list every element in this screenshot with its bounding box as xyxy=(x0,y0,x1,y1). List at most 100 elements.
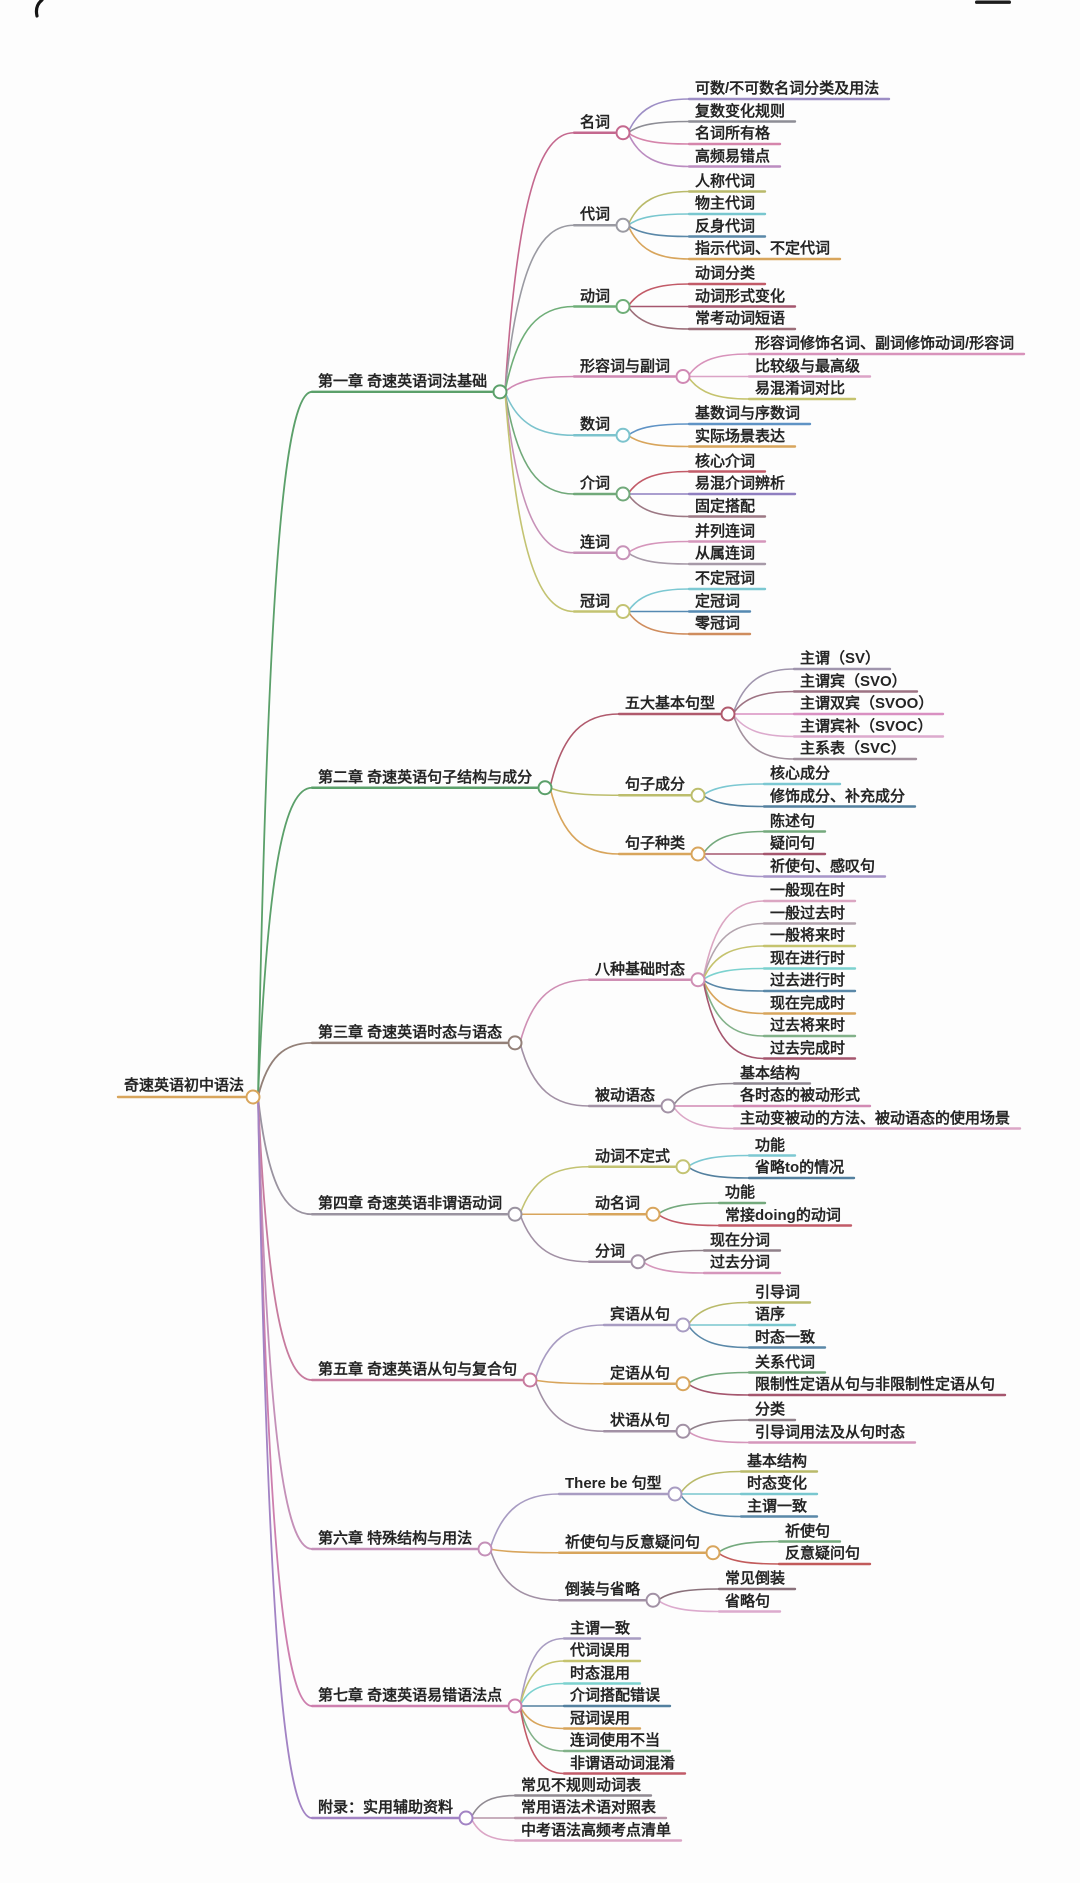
chapter-1-topic-1-leaf-3-node[interactable]: 名词所有格 xyxy=(695,125,771,142)
chapter-4-topic-2-node[interactable]: 动名词 xyxy=(595,1195,641,1213)
chapter-1-topic-5-leaf-1-node[interactable]: 基数词与序数词 xyxy=(695,405,801,422)
chapter-3-topic-1-leaf-4-node[interactable]: 现在进行时 xyxy=(770,949,846,967)
chapter-3-topic-2-leaf-3-node[interactable]: 主动变被动的方法、被动语态的使用场景 xyxy=(740,1109,1011,1127)
chapter-2-topic-2-node[interactable]: 句子成分 xyxy=(625,776,686,794)
chapter-3-node[interactable]: 第三章 奇速英语时态与语态 xyxy=(318,1023,503,1041)
chapter-6-topic-3-leaf-1-node[interactable]: 常见倒装 xyxy=(725,1570,786,1587)
chapter-1-topic-5-circle[interactable] xyxy=(615,427,631,443)
chapter-2-topic-1-leaf-3-node[interactable]: 主谓双宾（SVOO） xyxy=(800,695,934,712)
chapter-2-topic-3-leaf-2-node[interactable]: 疑问句 xyxy=(770,835,816,852)
chapter-2-topic-2-leaf-2-node[interactable]: 修饰成分、补充成分 xyxy=(770,787,906,805)
chapter-7-node[interactable]: 第七章 奇速英语易错语法点 xyxy=(318,1687,503,1704)
chapter-2-topic-1-circle[interactable] xyxy=(720,706,736,722)
chapter-6-topic-1-circle[interactable] xyxy=(667,1486,683,1502)
chapter-1-topic-1-circle[interactable] xyxy=(615,125,631,141)
chapter-1-topic-4-node[interactable]: 形容词与副词 xyxy=(580,357,671,375)
chapter-2-topic-2-leaf-1-node[interactable]: 核心成分 xyxy=(770,765,831,782)
chapter-5-node[interactable]: 第五章 奇速英语从句与复合句 xyxy=(318,1361,518,1378)
chapter-1-topic-6-circle[interactable] xyxy=(615,486,631,502)
chapter-5-topic-2-leaf-2-node[interactable]: 限制性定语从句与非限制性定语从句 xyxy=(755,1376,996,1393)
chapter-3-topic-1-leaf-7-node[interactable]: 过去将来时 xyxy=(770,1017,846,1034)
chapter-1-topic-3-circle[interactable] xyxy=(615,299,631,314)
chapter-1-topic-2-leaf-3-node[interactable]: 反身代词 xyxy=(695,217,756,235)
chapter-7-leaf-2-node[interactable]: 代词误用 xyxy=(570,1642,631,1659)
chapter-1-topic-8-circle[interactable] xyxy=(615,604,631,619)
chapter-2-topic-3-leaf-1-node[interactable]: 陈述句 xyxy=(770,812,816,830)
chapter-1-topic-7-leaf-2-node[interactable]: 从属连词 xyxy=(695,545,756,562)
chapter-1-topic-4-leaf-1-node[interactable]: 形容词修饰名词、副词修饰动词/形容词 xyxy=(755,335,1015,352)
chapter-3-topic-1-node[interactable]: 八种基础时态 xyxy=(595,960,686,978)
chapter-1-topic-1-leaf-2-node[interactable]: 复数变化规则 xyxy=(695,102,786,120)
chapter-5-topic-2-leaf-1-node[interactable]: 关系代词 xyxy=(755,1353,816,1371)
chapter-1-topic-8-leaf-2-node[interactable]: 定冠词 xyxy=(695,592,741,610)
chapter-1-topic-4-circle[interactable] xyxy=(675,369,691,384)
chapter-4-topic-2-leaf-1-node[interactable]: 功能 xyxy=(725,1184,756,1201)
chapter-6-topic-2-node[interactable]: 祈使句与反意疑问句 xyxy=(565,1533,701,1551)
chapter-2-topic-1-node[interactable]: 五大基本句型 xyxy=(625,695,716,712)
chapter-5-topic-1-node[interactable]: 宾语从句 xyxy=(610,1306,671,1323)
chapter-6-topic-1-leaf-3-node[interactable]: 主谓一致 xyxy=(747,1497,808,1515)
chapter-2-topic-3-leaf-3-node[interactable]: 祈使句、感叹句 xyxy=(770,857,876,875)
chapter-2-topic-2-circle[interactable] xyxy=(690,787,706,803)
chapter-1-topic-1-leaf-4-node[interactable]: 高频易错点 xyxy=(695,147,771,165)
root-node-label[interactable]: 奇速英语初中语法 xyxy=(124,1077,245,1094)
chapter-6-node[interactable]: 第六章 特殊结构与用法 xyxy=(318,1530,473,1547)
chapter-7-leaf-3-node[interactable]: 时态混用 xyxy=(570,1664,631,1682)
chapter-1-topic-3-leaf-3-node[interactable]: 常考动词短语 xyxy=(695,310,786,327)
chapter-2-circle[interactable] xyxy=(537,780,553,796)
chapter-5-topic-2-circle[interactable] xyxy=(675,1376,691,1392)
chapter-1-topic-7-circle[interactable] xyxy=(615,545,631,561)
chapter-1-topic-8-leaf-3-node[interactable]: 零冠词 xyxy=(695,615,741,632)
chapter-1-circle[interactable] xyxy=(492,384,508,400)
chapter-3-topic-2-leaf-1-node[interactable]: 基本结构 xyxy=(740,1064,801,1082)
chapter-7-leaf-1-node[interactable]: 主谓一致 xyxy=(570,1619,631,1637)
chapter-8-leaf-2-node[interactable]: 常用语法术语对照表 xyxy=(521,1799,657,1816)
chapter-7-leaf-7-node[interactable]: 非谓语动词混淆 xyxy=(570,1754,676,1772)
chapter-3-topic-1-leaf-6-node[interactable]: 现在完成时 xyxy=(770,994,846,1012)
chapter-4-topic-1-leaf-1-node[interactable]: 功能 xyxy=(755,1136,786,1154)
chapter-1-topic-8-leaf-1-node[interactable]: 不定冠词 xyxy=(695,570,756,587)
chapter-1-topic-4-leaf-2-node[interactable]: 比较级与最高级 xyxy=(755,357,861,375)
chapter-4-node[interactable]: 第四章 奇速英语非谓语动词 xyxy=(318,1195,503,1213)
chapter-6-topic-2-leaf-1-node[interactable]: 祈使句 xyxy=(785,1522,831,1540)
chapter-2-topic-3-node[interactable]: 句子种类 xyxy=(625,835,686,852)
chapter-4-topic-3-leaf-2-node[interactable]: 过去分词 xyxy=(710,1254,771,1271)
chapter-4-topic-3-node[interactable]: 分词 xyxy=(595,1242,626,1260)
chapter-1-topic-6-leaf-3-node[interactable]: 固定搭配 xyxy=(695,497,756,515)
chapter-5-topic-3-leaf-1-node[interactable]: 分类 xyxy=(755,1401,786,1418)
chapter-8-leaf-1-node[interactable]: 常见不规则动词表 xyxy=(521,1776,642,1794)
chapter-4-topic-3-leaf-1-node[interactable]: 现在分词 xyxy=(710,1231,771,1249)
chapter-3-topic-1-leaf-1-node[interactable]: 一般现在时 xyxy=(770,882,846,899)
chapter-7-leaf-6-node[interactable]: 连词使用不当 xyxy=(570,1732,661,1749)
chapter-1-topic-1-leaf-1-node[interactable]: 可数/不可数名词分类及用法 xyxy=(695,80,880,97)
chapter-1-topic-6-node[interactable]: 介词 xyxy=(580,475,611,492)
chapter-7-leaf-5-node[interactable]: 冠词误用 xyxy=(570,1709,631,1727)
chapter-1-topic-2-leaf-4-node[interactable]: 指示代词、不定代词 xyxy=(695,240,831,257)
chapter-1-node[interactable]: 第一章 奇速英语词法基础 xyxy=(318,372,488,390)
chapter-1-topic-1-node[interactable]: 名词 xyxy=(580,113,611,131)
chapter-2-topic-3-circle[interactable] xyxy=(690,846,706,862)
chapter-4-topic-1-node[interactable]: 动词不定式 xyxy=(595,1147,671,1165)
chapter-1-topic-2-leaf-1-node[interactable]: 人称代词 xyxy=(695,172,756,190)
chapter-4-topic-2-circle[interactable] xyxy=(645,1206,661,1222)
chapter-7-leaf-4-node[interactable]: 介词搭配错误 xyxy=(570,1687,661,1704)
chapter-1-topic-8-node[interactable]: 冠词 xyxy=(580,592,611,610)
chapter-1-topic-3-node[interactable]: 动词 xyxy=(580,287,611,305)
chapter-2-topic-1-leaf-1-node[interactable]: 主谓（SV） xyxy=(800,650,881,667)
chapter-5-topic-1-leaf-3-node[interactable]: 时态一致 xyxy=(755,1328,816,1346)
chapter-5-topic-1-leaf-1-node[interactable]: 引导词 xyxy=(755,1283,801,1301)
chapter-3-topic-1-leaf-2-node[interactable]: 一般过去时 xyxy=(770,904,846,922)
chapter-6-circle[interactable] xyxy=(477,1541,493,1557)
chapter-6-topic-3-leaf-2-node[interactable]: 省略句 xyxy=(725,1592,771,1610)
chapter-5-topic-1-circle[interactable] xyxy=(675,1317,691,1333)
chapter-2-topic-1-leaf-5-node[interactable]: 主系表（SVC） xyxy=(800,740,906,757)
chapter-3-topic-2-leaf-2-node[interactable]: 各时态的被动形式 xyxy=(740,1087,861,1104)
chapter-3-circle[interactable] xyxy=(507,1035,523,1051)
chapter-8-leaf-3-node[interactable]: 中考语法高频考点清单 xyxy=(521,1821,672,1839)
chapter-7-circle[interactable] xyxy=(507,1698,523,1714)
chapter-5-topic-3-circle[interactable] xyxy=(675,1423,691,1439)
chapter-1-topic-7-leaf-1-node[interactable]: 并列连词 xyxy=(695,522,756,540)
chapter-5-topic-1-leaf-2-node[interactable]: 语序 xyxy=(755,1306,786,1323)
chapter-6-topic-3-circle[interactable] xyxy=(645,1592,661,1608)
chapter-5-topic-2-node[interactable]: 定语从句 xyxy=(610,1364,671,1382)
